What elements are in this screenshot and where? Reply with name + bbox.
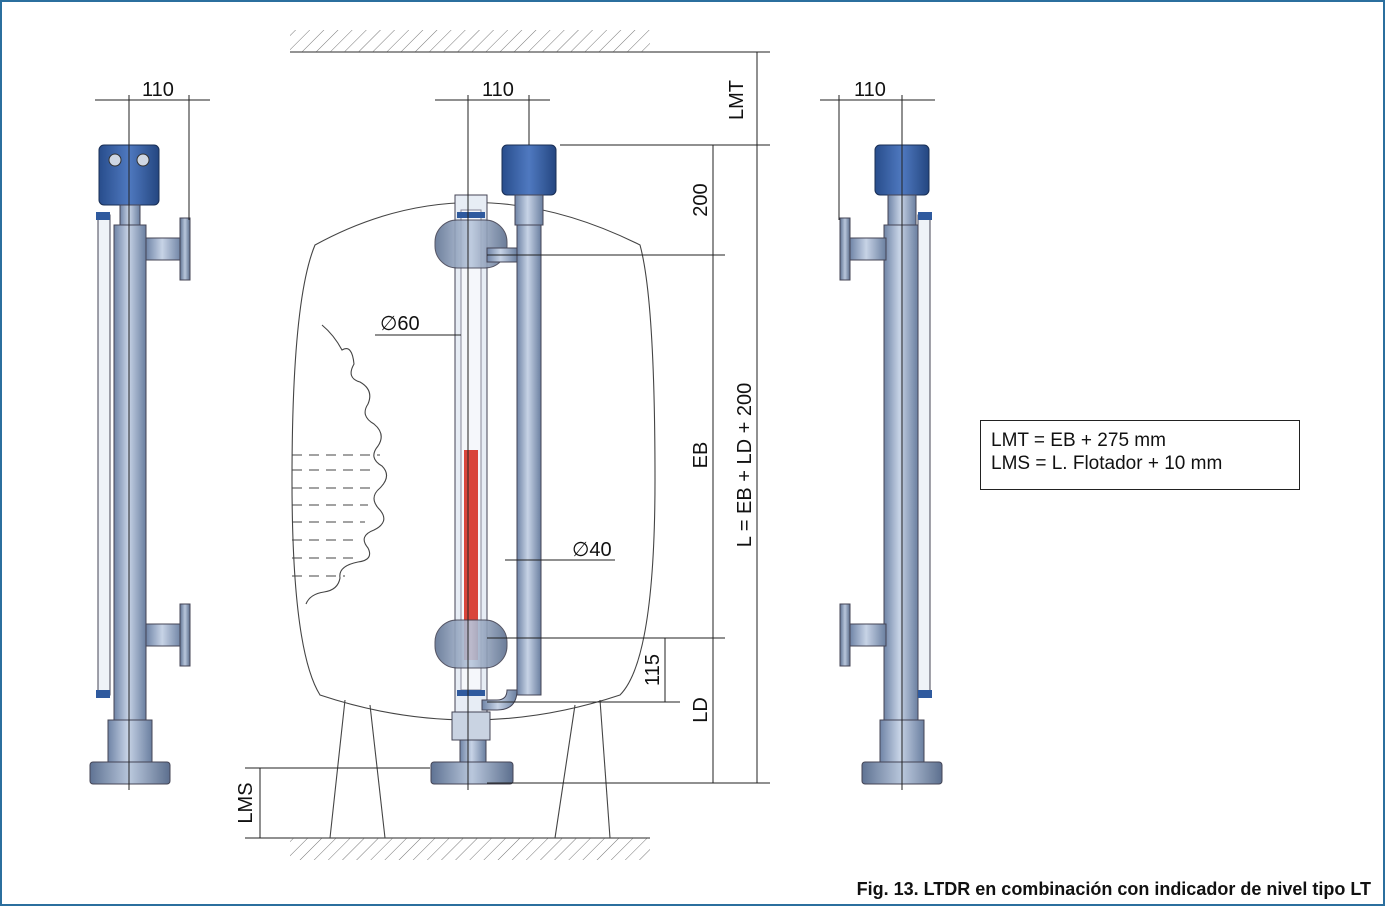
- dimension-lines: [95, 51, 935, 839]
- center-width-label: 110: [482, 79, 514, 101]
- lmt-label: LMT: [726, 80, 748, 120]
- left-level-gauge: [89, 144, 191, 785]
- height-115-label: 115: [642, 654, 664, 686]
- diameter-40-label: ∅40: [572, 539, 612, 561]
- formula-line-lmt: LMT = EB + 275 mm: [991, 430, 1166, 451]
- ld-label: LD: [690, 697, 712, 723]
- l-formula-label: L = EB + LD + 200: [734, 383, 756, 547]
- lms-label: LMS: [235, 782, 257, 823]
- eb-label: EB: [690, 442, 712, 469]
- figure-caption: Fig. 13. LTDR en combinación con indicad…: [856, 879, 1371, 899]
- center-level-gauge: [430, 144, 557, 785]
- diameter-60-label: ∅60: [380, 313, 420, 335]
- left-width-label: 110: [142, 79, 174, 101]
- right-width-label: 110: [854, 79, 886, 101]
- formula-box: LMT = EB + 275 mm LMS = L. Flotador + 10…: [980, 420, 1300, 490]
- right-level-gauge: [839, 144, 943, 785]
- ceiling-hatch: [290, 30, 650, 53]
- formula-line-lms: LMS = L. Flotador + 10 mm: [991, 453, 1223, 474]
- height-200-label: 200: [690, 183, 712, 216]
- floor-hatch: [290, 837, 650, 860]
